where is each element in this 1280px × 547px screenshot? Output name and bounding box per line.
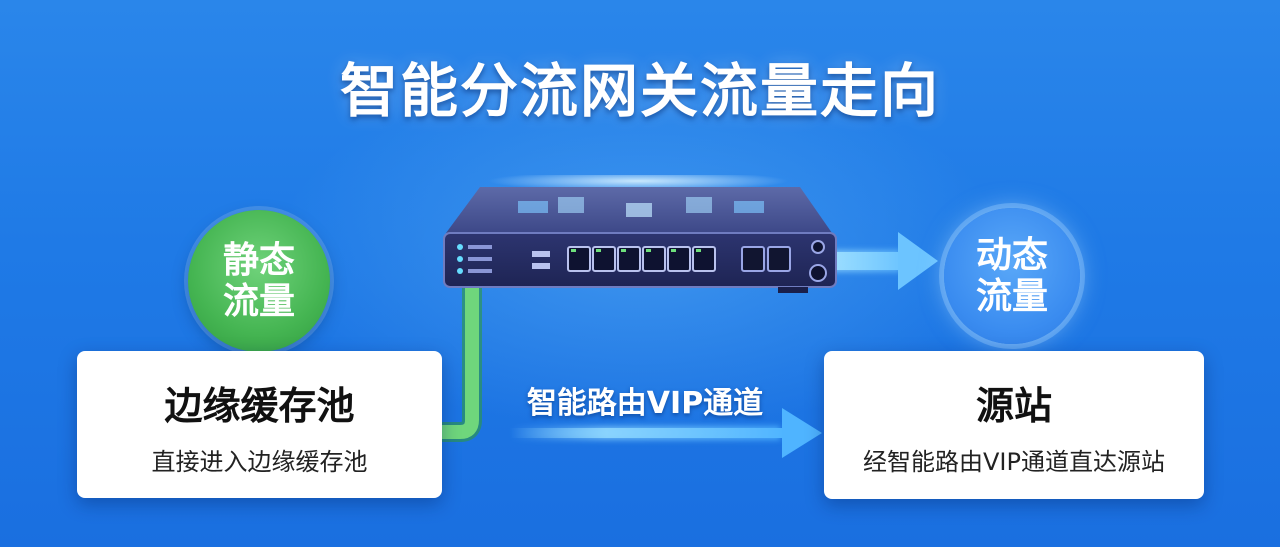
vip-route-label: 智能路由VIP通道 — [526, 386, 764, 421]
static-traffic-path-core — [442, 285, 479, 439]
origin-heading: 源站 — [975, 384, 1052, 428]
origin-card: 源站 经智能路由VIP通道直达源站 — [824, 351, 1204, 499]
page-title: 智能分流网关流量走向 — [339, 57, 940, 125]
edge-cache-heading: 边缘缓存池 — [164, 384, 355, 428]
ethernet-port-icon — [667, 246, 691, 272]
dynamic-traffic-arrow — [830, 232, 938, 290]
ethernet-port-icon — [642, 246, 666, 272]
port-led-icon — [696, 249, 701, 252]
ethernet-port-icon — [567, 246, 591, 272]
ethernet-port-icon — [592, 246, 616, 272]
static-traffic-label: 静态流量 — [222, 239, 295, 322]
ethernet-port-icon — [692, 246, 716, 272]
edge-cache-card: 边缘缓存池 直接进入边缘缓存池 — [77, 351, 442, 498]
network-gateway-router-icon — [443, 175, 837, 293]
port-led-icon — [646, 249, 651, 252]
origin-description: 经智能路由VIP通道直达源站 — [863, 448, 1165, 476]
port-led-icon — [571, 249, 576, 252]
edge-cache-description: 直接进入边缘缓存池 — [151, 448, 368, 476]
dynamic-traffic-label: 动态流量 — [975, 234, 1048, 317]
vip-route-arrow — [510, 408, 822, 458]
ethernet-port-icon — [617, 246, 641, 272]
port-led-icon — [621, 249, 626, 252]
dynamic-traffic-badge: 动态流量 — [944, 208, 1080, 344]
static-traffic-badge: 静态流量 — [188, 210, 330, 352]
port-led-icon — [596, 249, 601, 252]
port-led-icon — [671, 249, 676, 252]
